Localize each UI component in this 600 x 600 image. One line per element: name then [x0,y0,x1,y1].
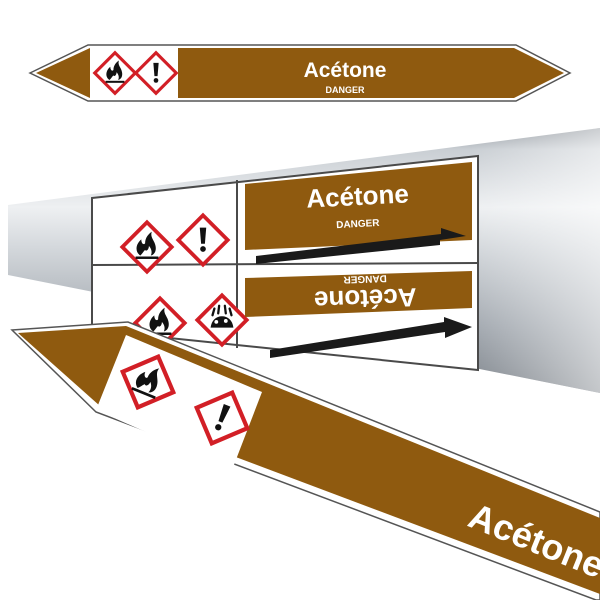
flat-pipe-label: Acétone DANGER [28,44,572,102]
flow-arrow [256,228,466,264]
signal-word: DANGER [336,218,381,231]
signal-word-inverted: DANGER [342,272,386,285]
flow-arrow [270,317,472,358]
substance-name: Acétone [304,59,387,82]
substance-name-inverted: Acétone [314,282,418,316]
wrapped-pipe-label: Acétone DANGER DANGER Acétone [91,154,479,372]
substance-name: Acétone [306,178,410,213]
signal-word: DANGER [325,85,365,95]
